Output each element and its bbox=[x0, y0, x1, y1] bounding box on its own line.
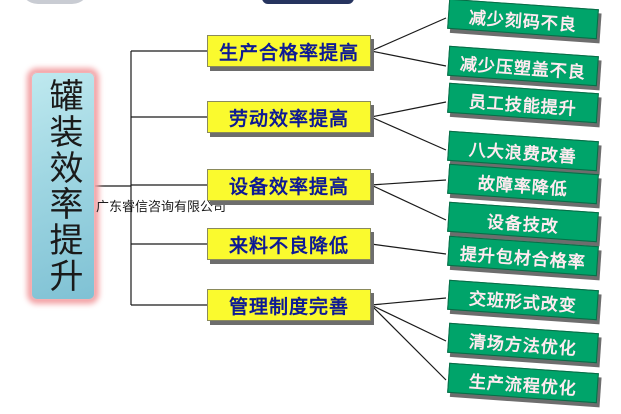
branch-quality-rate: 生产合格率提高 bbox=[207, 35, 371, 67]
header-decoration-left bbox=[20, 0, 90, 4]
root-node: 罐装效率提升 bbox=[31, 72, 95, 300]
leaf-connector bbox=[370, 50, 447, 67]
leaf-connector bbox=[370, 297, 447, 306]
leaf-connector bbox=[370, 304, 447, 342]
branch-equipment-efficiency: 设备效率提高 bbox=[207, 169, 371, 201]
branch-labor-efficiency: 劳动效率提高 bbox=[207, 101, 371, 133]
leaf-connector bbox=[370, 101, 447, 118]
leaf-connector bbox=[370, 304, 447, 381]
leaf-connector bbox=[370, 243, 447, 255]
header-decoration-right bbox=[262, 0, 354, 4]
leaf-connector bbox=[370, 116, 447, 151]
root-label: 罐装效率提升 bbox=[43, 78, 83, 294]
leaf-connector bbox=[370, 17, 447, 52]
leaf-connector bbox=[370, 184, 447, 221]
company-watermark: 广东睿信咨询有限公司 bbox=[96, 200, 227, 215]
leaf-connector bbox=[370, 179, 447, 186]
branch-management-system: 管理制度完善 bbox=[207, 289, 371, 321]
branch-material-defects: 来料不良降低 bbox=[207, 228, 371, 260]
